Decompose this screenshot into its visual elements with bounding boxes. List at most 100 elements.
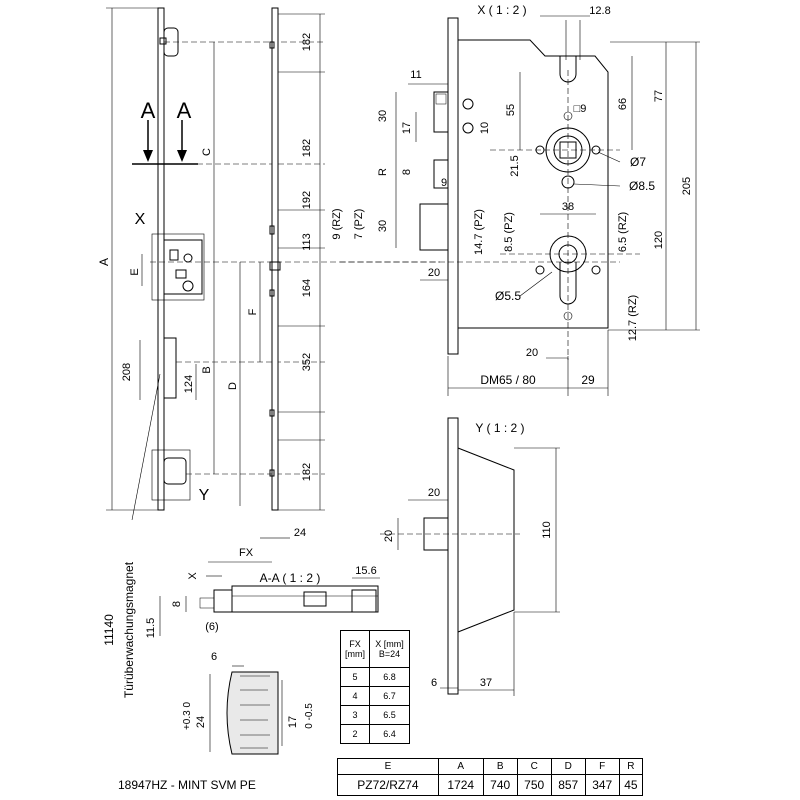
latch (433, 91, 449, 133)
dim-a: A (97, 258, 111, 266)
dim-d5-5: Ø5.5 (495, 289, 521, 303)
header-d: D (550, 758, 586, 775)
cell-f: 347 (584, 774, 620, 796)
detail-x-faceplate (447, 17, 459, 355)
fx-table-header: FX [mm] X [mm] B=24 (340, 630, 411, 668)
dim-12-7-rz: 12.7 (RZ) (627, 295, 639, 341)
side-strip-view: 182 182 192 113 164 352 182 24 (260, 7, 325, 539)
fx-table: FX [mm] X [mm] B=24 5 6.8 4 6.7 3 6.5 2 … (340, 630, 411, 744)
dim-6-paren: (6) (205, 621, 218, 633)
dim-fx: FX (239, 547, 254, 559)
cell-e: PZ72/RZ74 (337, 774, 439, 796)
dim-17: 17 (401, 122, 413, 134)
dim-21-5: 21.5 (509, 155, 521, 176)
dim-120: 120 (653, 231, 665, 249)
ref-y: Y (199, 487, 210, 504)
header-c: C (516, 758, 552, 775)
dim-f: F (247, 308, 259, 315)
dim-77: 77 (653, 90, 665, 102)
dim-dm: DM65 / 80 (480, 373, 536, 387)
dim-sq9: □9 (574, 103, 587, 115)
dim-38: 38 (562, 201, 574, 213)
strike-box (457, 447, 515, 633)
lock-case (163, 239, 203, 295)
tol-24: +0.3 0 (182, 702, 193, 731)
dim-192: 192 (301, 191, 313, 209)
cell-c: 750 (516, 774, 552, 796)
detail-x-title: X ( 1 : 2 ) (477, 3, 526, 17)
ref-x: X (135, 211, 146, 228)
dim-17-profile: 17 (287, 716, 299, 728)
dim-e: E (129, 268, 141, 275)
dim-24: 24 (294, 527, 306, 539)
dim-182-bottom: 182 (301, 463, 313, 481)
dim-30-mid: 30 (377, 220, 389, 232)
dim-182-c: 182 (301, 139, 313, 157)
dim-15-6: 15.6 (355, 565, 376, 577)
dim-20-top-y: 20 (428, 487, 440, 499)
dim-205: 205 (681, 177, 693, 195)
dim-208: 208 (121, 363, 133, 381)
dim-8-aa: 8 (171, 601, 183, 607)
dim-11-5: 11.5 (145, 618, 157, 639)
dim-6-y: 6 (431, 677, 437, 689)
section-mark-right: A (177, 98, 192, 123)
dim-d: D (227, 382, 239, 390)
dim-6-5-rz: 6.5 (RZ) (617, 212, 629, 252)
dim-d7: Ø7 (630, 155, 646, 169)
section-aa-view: A-A ( 1 : 2 ) FX X 15.6 8 11.5 (6) (145, 547, 380, 638)
dim-14-7-pz: 14.7 (PZ) (473, 209, 485, 255)
detail-x-frame (151, 233, 205, 301)
dim-55: 55 (505, 104, 517, 116)
dim-352: 352 (301, 353, 313, 371)
cylinder-profile (559, 262, 577, 305)
cell-b: 740 (482, 774, 518, 796)
spec-table: E A B C D F R PZ72/RZ74 1724 740 750 857… (337, 758, 644, 796)
magnet-label: Türüberwachungsmagnet (122, 561, 136, 698)
table-cell: 6.8 (368, 667, 411, 687)
dim-66: 66 (617, 98, 629, 110)
header-b: B (482, 758, 518, 775)
bottom-bolt (163, 457, 187, 485)
dim-8-5-pz: 8.5 (PZ) (503, 212, 515, 252)
dim-10: 10 (479, 122, 491, 134)
dim-20-bottom: 20 (526, 347, 538, 359)
dim-20-side-y: 20 (383, 530, 395, 542)
table-cell: 2 (340, 724, 370, 744)
header-r: R (618, 758, 644, 775)
detail-y-title: Y ( 1 : 2 ) (475, 421, 524, 435)
door-profile (226, 671, 279, 755)
faceplate (157, 7, 165, 511)
dim-20-left: 20 (428, 267, 440, 279)
dim-r: R (377, 168, 389, 176)
header-f: F (584, 758, 620, 775)
dim-12-8: 12.8 (589, 5, 610, 17)
table-row: 3 6.5 (340, 705, 411, 725)
table-row: 5 6.8 (340, 667, 411, 687)
table-cell: 5 (340, 667, 370, 687)
spec-table-header: E A B C D F R (337, 758, 644, 775)
profile-view: 6 24 +0.3 0 17 0 -0.5 (182, 651, 315, 755)
table-row: 4 6.7 (340, 686, 411, 706)
side-strip (271, 7, 279, 511)
header-e: E (337, 758, 439, 775)
arrow-down-icon (177, 150, 187, 162)
dim-7-pz: 7 (PZ) (353, 209, 365, 240)
dim-113: 113 (301, 233, 313, 251)
bottom-bolt-plate (163, 337, 177, 399)
section-aa-title: A-A ( 1 : 2 ) (260, 571, 321, 585)
dim-124: 124 (183, 375, 195, 393)
arrow-down-icon (143, 150, 153, 162)
cell-r: 45 (618, 774, 644, 796)
table-cell: 6.4 (368, 724, 411, 744)
detail-x-view: X ( 1 : 2 ) 12.8 11 30 17 8 9 R 30 9 (RZ… (331, 3, 700, 396)
product-name: 18947HZ - MINT SVM PE (118, 778, 256, 792)
cell-a: 1724 (437, 774, 484, 796)
tol-17: 0 -0.5 (304, 703, 315, 729)
dim-9: 9 (441, 177, 447, 189)
dim-c: C (201, 148, 213, 156)
dim-d8-5: Ø8.5 (629, 179, 655, 193)
table-cell: 6.5 (368, 705, 411, 725)
deadbolt (419, 203, 449, 251)
top-slot (559, 56, 577, 83)
